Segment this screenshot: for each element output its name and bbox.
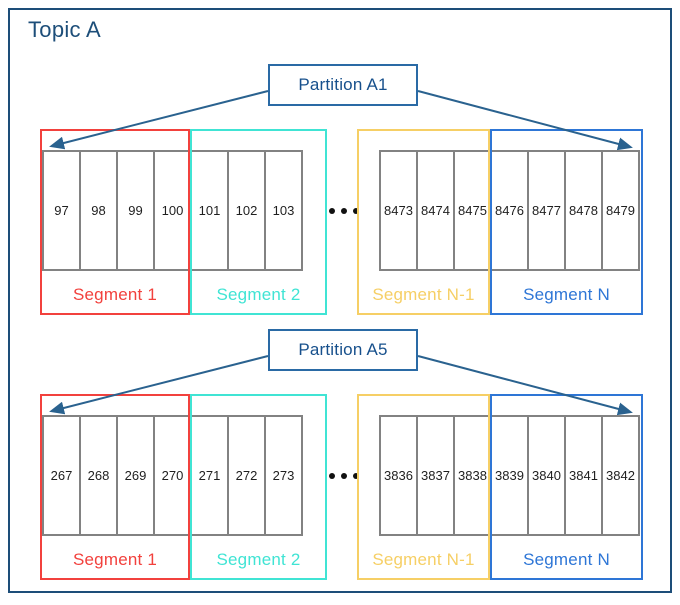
segment-box-segment-2: Segment 2 <box>190 129 327 315</box>
segment-label: Segment 2 <box>216 285 301 304</box>
segment-label: Segment N <box>523 285 610 304</box>
dot <box>341 473 347 479</box>
dot <box>353 473 359 479</box>
segment-label: Segment N-1 <box>372 285 475 304</box>
segment-label: Segment 1 <box>72 285 158 304</box>
topic-title: Topic A <box>28 17 102 42</box>
segment-cell: 99 <box>116 150 155 271</box>
segment-cell: 8478 <box>564 150 603 271</box>
dot <box>329 473 335 479</box>
segment-cell: 272 <box>227 415 266 536</box>
segment-label: Segment 2 <box>216 550 301 569</box>
segment-box-segment-n-1: Segment N-1 <box>357 129 490 315</box>
segment-box-segment-n-1: Segment N-1 <box>357 394 490 580</box>
segment-box-segment-1: Segment 1 <box>40 394 190 580</box>
ellipsis-dots-icon <box>329 207 359 215</box>
partition-label: Partition A5 <box>298 340 388 359</box>
segment-cell: 273 <box>264 415 303 536</box>
dot <box>329 208 335 214</box>
segment-cell: 269 <box>116 415 155 536</box>
partition-label: Partition A1 <box>298 75 388 94</box>
segment-box-segment-n: Segment N <box>490 129 643 315</box>
segment-cell: 103 <box>264 150 303 271</box>
dot <box>353 208 359 214</box>
segment-cell: 8474 <box>416 150 455 271</box>
dot <box>341 208 347 214</box>
segment-box-segment-2: Segment 2 <box>190 394 327 580</box>
segment-label: Segment N <box>523 550 610 569</box>
segment-box-segment-n: Segment N <box>490 394 643 580</box>
segment-cell: 97 <box>42 150 81 271</box>
segment-label: Segment 1 <box>72 550 158 569</box>
segment-label: Segment N-1 <box>372 550 475 569</box>
segment-box-segment-1: Segment 1 <box>40 129 190 315</box>
ellipsis-dots-icon <box>329 472 359 480</box>
partition-label-box: Partition A5 <box>268 329 418 371</box>
segment-cell: 3842 <box>601 415 640 536</box>
topic-frame <box>8 8 672 593</box>
segment-cell: 8479 <box>601 150 640 271</box>
partition-label-box: Partition A1 <box>268 64 418 106</box>
segment-cell: 98 <box>79 150 118 271</box>
segment-cell: 100 <box>153 150 192 271</box>
segment-cell: 3836 <box>379 415 418 536</box>
